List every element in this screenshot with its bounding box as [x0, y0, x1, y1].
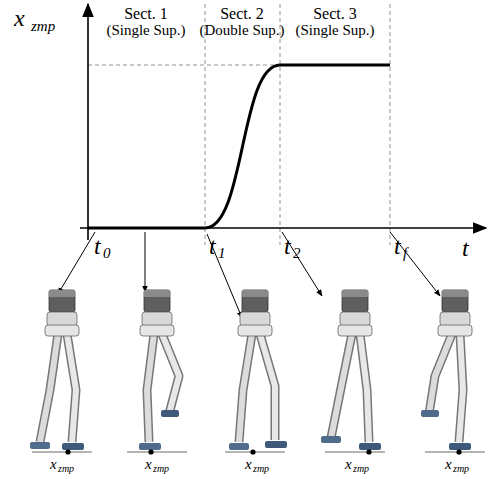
axis-tick-label: t [462, 236, 469, 260]
zmp-marker-label: x [245, 457, 252, 472]
zmp-marker-label: x [445, 457, 452, 472]
axis-tick-label: t [209, 234, 216, 258]
zmp-marker-label: x [345, 457, 352, 472]
section-label: (Double Sup.) [200, 23, 285, 38]
axes [80, 4, 486, 240]
axis-tick-label: 0 [103, 246, 111, 261]
zmp-marker-label: zmp [353, 464, 369, 474]
section-label: Sect. 2 [220, 6, 264, 22]
zmp-marker-label: x [145, 457, 152, 472]
axis-tick-label: 1 [218, 246, 226, 261]
axis-tick-label: f [403, 246, 407, 261]
section-label: (Single Sup.) [295, 23, 374, 38]
axis-tick-label: 2 [293, 246, 301, 261]
section-label: Sect. 1 [124, 6, 168, 22]
zmp-marker-label: x [50, 457, 57, 472]
zmp-marker-label: zmp [453, 464, 469, 474]
zmp-marker-label: zmp [153, 464, 169, 474]
section-label: Sect. 3 [313, 6, 357, 22]
axis-label: zmp [31, 19, 55, 34]
robot-figures [30, 290, 485, 455]
axis-label: x [14, 6, 25, 30]
guide-lines [88, 4, 390, 245]
axis-tick-label: t [94, 234, 101, 258]
section-label: (Single Sup.) [106, 23, 185, 38]
axis-tick-label: t [394, 234, 401, 258]
zmp-marker-label: zmp [253, 464, 269, 474]
axis-tick-label: t [284, 234, 291, 258]
zmp-marker-label: zmp [58, 464, 74, 474]
zmp-curve [88, 65, 390, 228]
